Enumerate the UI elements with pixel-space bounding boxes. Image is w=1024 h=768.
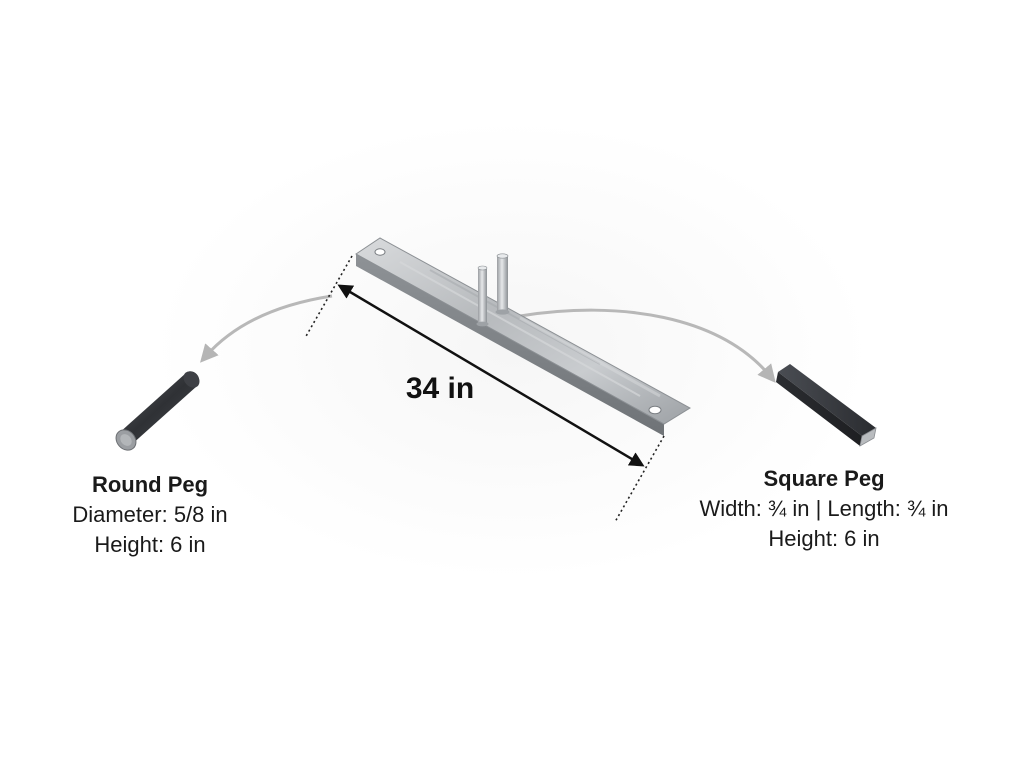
- length-dimension-label: 34 in: [405, 372, 475, 405]
- extension-line-left: [304, 255, 353, 339]
- dimension-line: [337, 284, 645, 467]
- arrow-to-round-peg: [200, 294, 333, 363]
- round-peg-diameter: Diameter: 5/8 in: [72, 502, 228, 527]
- square-peg-icon: [776, 364, 877, 447]
- square-peg-width-length: Width: ¾ in | Length: ¾ in: [699, 496, 949, 521]
- square-peg-height: Height: 6 in: [768, 526, 880, 551]
- round-peg-title: Round Peg: [91, 472, 209, 497]
- round-peg-height: Height: 6 in: [94, 532, 206, 557]
- galvanized-plate-icon: [355, 237, 691, 436]
- square-peg-caption: Square Peg Width: ¾ in | Length: ¾ in He…: [664, 464, 984, 554]
- extension-line-right: [614, 435, 665, 523]
- round-peg-caption: Round Peg Diameter: 5/8 in Height: 6 in: [30, 470, 270, 560]
- round-peg-icon: [115, 371, 200, 451]
- square-peg-title: Square Peg: [763, 466, 885, 491]
